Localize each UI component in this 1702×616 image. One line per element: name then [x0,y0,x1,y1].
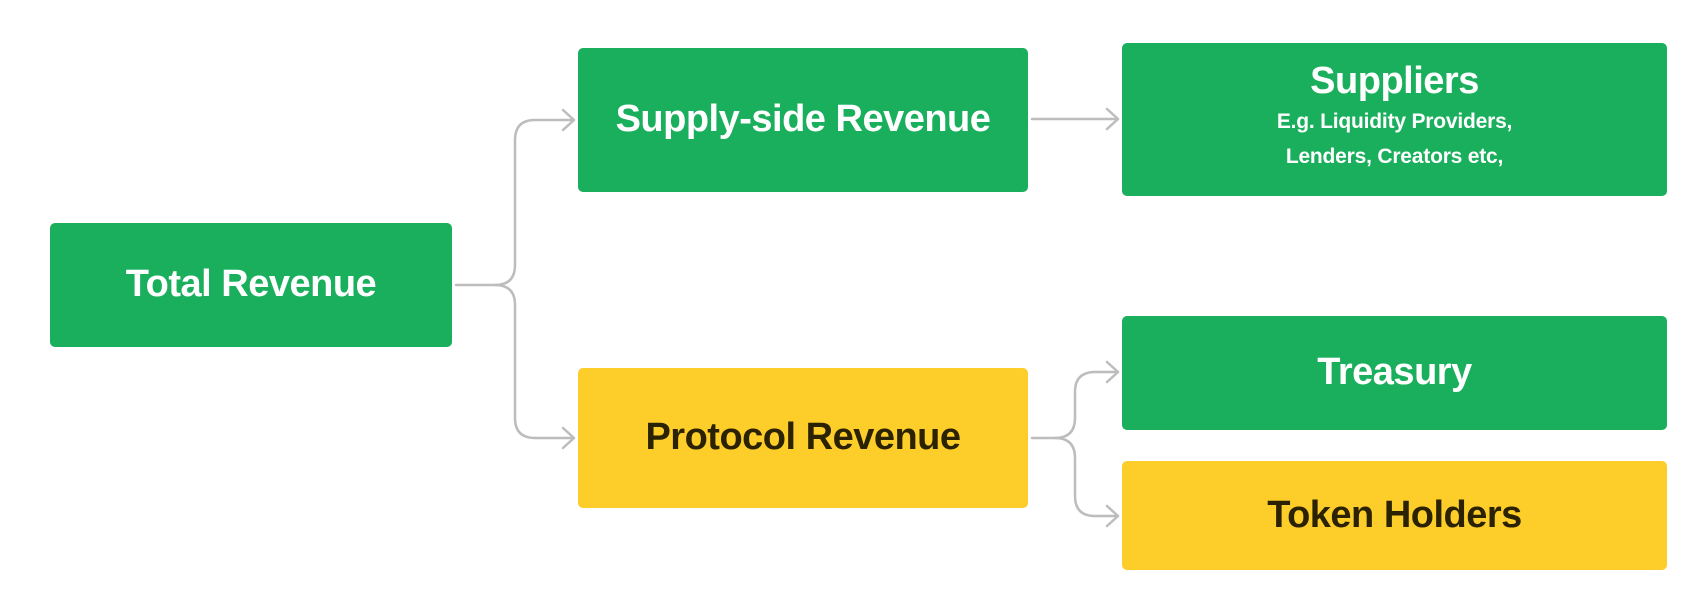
arrow-protocol-to-treasury [1030,370,1119,440]
suppliers-label: Suppliers [1310,59,1479,102]
protocol-revenue-label: Protocol Revenue [645,416,961,459]
arrowhead-token-holders [1105,504,1120,528]
token-holders-label: Token Holders [1267,493,1522,536]
arrowhead-treasury [1105,360,1120,384]
treasury-box: Treasury [1122,316,1667,430]
arrow-total-to-protocol [493,283,575,440]
treasury-label: Treasury [1317,351,1472,394]
arrow-total-to-supply [454,118,575,287]
protocol-revenue-box: Protocol Revenue [578,368,1028,508]
arrowhead-supply [561,108,576,132]
supply-side-revenue-box: Supply-side Revenue [578,48,1028,192]
total-revenue-box: Total Revenue [50,223,452,347]
arrowhead-suppliers [1105,107,1120,131]
token-holders-box: Token Holders [1122,461,1667,570]
supply-side-revenue-label: Supply-side Revenue [615,98,991,141]
suppliers-box: Suppliers E.g. Liquidity Providers, Lend… [1122,43,1667,196]
arrow-protocol-to-token-holders [1053,436,1119,518]
suppliers-description-line2: Lenders, Creators etc, [1285,145,1504,169]
arrowhead-protocol [561,426,576,450]
suppliers-description-line1: E.g. Liquidity Providers, [1276,110,1513,134]
total-revenue-label: Total Revenue [125,263,377,306]
